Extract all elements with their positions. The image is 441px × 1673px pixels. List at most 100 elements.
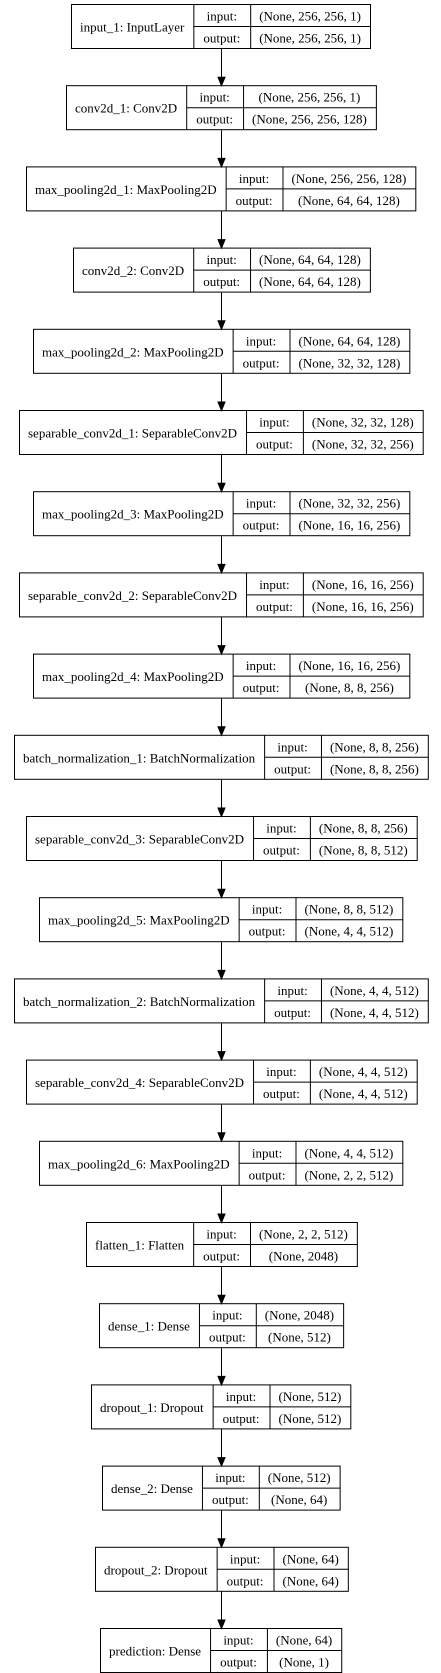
input-shape: (None, 32, 32, 256) — [298, 496, 400, 511]
output-shape: (None, 32, 32, 128) — [298, 355, 400, 370]
edge-arrow — [217, 698, 226, 737]
edge-arrow — [217, 373, 226, 412]
input-label: input: — [277, 739, 307, 754]
arrowhead-icon — [217, 239, 226, 250]
output-shape: (None, 64, 64, 128) — [259, 274, 361, 289]
input-label: input: — [246, 658, 276, 673]
layer-name: prediction: Dense — [109, 1644, 201, 1659]
input-shape: (None, 8, 8, 512) — [304, 902, 393, 917]
output-label: output: — [274, 1005, 311, 1020]
output-shape: (None, 64) — [271, 1492, 327, 1507]
layer-name: separable_conv2d_4: SeparableConv2D — [35, 1075, 244, 1090]
layer-node: batch_normalization_1: BatchNormalizatio… — [14, 734, 429, 780]
arrowhead-icon — [217, 76, 226, 88]
output-label: output: — [196, 112, 233, 127]
layer-node: max_pooling2d_1: MaxPooling2Dinput:outpu… — [26, 166, 417, 212]
arrowhead-icon — [217, 645, 226, 656]
output-label: output: — [263, 843, 300, 858]
layer-node: separable_conv2d_2: SeparableConv2Dinput… — [19, 572, 424, 618]
layer-name: input_1: InputLayer — [80, 20, 185, 35]
input-label: input: — [212, 1308, 242, 1323]
arrowhead-icon — [217, 1051, 226, 1062]
output-label: output: — [243, 680, 280, 695]
layer-node: separable_conv2d_4: SeparableConv2D input… — [26, 1059, 418, 1105]
output-shape: (None, 8, 8, 512) — [319, 843, 408, 858]
input-shape: (None, 256, 256, 128) — [291, 171, 406, 186]
layer-name: separable_conv2d_2: SeparableConv2D — [28, 588, 237, 603]
layer-name: max_pooling2d_5: MaxPooling2D — [48, 913, 230, 928]
arrowhead-icon — [217, 482, 226, 494]
input-shape: (None, 8, 8, 256) — [330, 739, 419, 754]
layer-name: max_pooling2d_3: MaxPooling2D — [42, 507, 224, 522]
layer-name: batch_normalization_2: BatchNormalizatio… — [23, 994, 256, 1009]
layer-name: separable_conv2d_1: SeparableConv2D — [28, 426, 237, 441]
edge-arrow — [217, 49, 226, 88]
input-label: input: — [207, 9, 237, 24]
edge-arrow — [217, 455, 226, 494]
output-label: output: — [223, 1411, 260, 1426]
output-label: output: — [249, 924, 286, 939]
input-label: input: — [230, 1551, 260, 1566]
edge-arrow — [217, 130, 226, 169]
input-label: input: — [252, 1145, 282, 1160]
input-shape: (None, 512) — [278, 1389, 341, 1404]
output-label: output: — [236, 193, 273, 208]
input-shape: (None, 64, 64, 128) — [259, 252, 361, 267]
edge-arrow — [217, 1429, 226, 1468]
arrowhead-icon — [217, 1619, 226, 1630]
input-shape: (None, 2048) — [265, 1308, 334, 1323]
arrowhead-icon — [217, 1538, 226, 1549]
edge-arrow — [217, 1591, 226, 1630]
output-shape: (None, 1) — [279, 1655, 329, 1670]
input-shape: (None, 256, 256, 1) — [259, 90, 361, 105]
layer-name: separable_conv2d_3: SeparableConv2D — [35, 832, 244, 847]
output-shape: (None, 2, 2, 512) — [304, 1167, 393, 1182]
output-shape: (None, 512) — [278, 1411, 341, 1426]
layer-node: batch_normalization_2: BatchNormalizatio… — [14, 978, 429, 1024]
edge-arrow — [217, 779, 226, 818]
output-label: output: — [203, 1249, 240, 1264]
arrowhead-icon — [217, 726, 226, 737]
edge-arrow — [217, 211, 226, 250]
output-shape: (None, 8, 8, 256) — [330, 761, 419, 776]
edge-arrow — [217, 942, 226, 981]
layer-name: dense_1: Dense — [108, 1319, 190, 1334]
layer-node: input_1: InputLayer input: output: (None, 2… — [71, 4, 372, 49]
arrowhead-icon — [217, 888, 226, 900]
output-label: output: — [220, 1655, 257, 1670]
output-shape: (None, 16, 16, 256) — [298, 518, 400, 533]
layer-name: max_pooling2d_2: MaxPooling2D — [42, 344, 224, 359]
edge-arrow — [217, 1104, 226, 1143]
edge-arrow — [217, 1023, 226, 1062]
input-label: input: — [239, 171, 269, 186]
input-label: input: — [206, 1227, 236, 1242]
output-label: output: — [227, 1573, 264, 1588]
output-shape: (None, 64, 64, 128) — [298, 193, 400, 208]
input-shape: (None, 256, 256, 1) — [259, 9, 361, 24]
arrowhead-icon — [217, 1457, 226, 1468]
layer-name: max_pooling2d_4: MaxPooling2D — [42, 669, 224, 684]
edge-arrow — [217, 1510, 226, 1549]
output-label: output: — [249, 1167, 286, 1182]
output-shape: (None, 256, 256, 1) — [259, 31, 361, 46]
layer-node: max_pooling2d_3: MaxPooling2Dinput:outpu… — [33, 491, 411, 537]
output-shape: (None, 4, 4, 512) — [304, 924, 393, 939]
arrowhead-icon — [217, 563, 226, 575]
input-label: input: — [266, 1064, 296, 1079]
input-shape: (None, 512) — [268, 1470, 331, 1485]
arrowhead-icon — [217, 1294, 226, 1306]
input-label: input: — [199, 90, 229, 105]
output-shape: (None, 8, 8, 256) — [305, 680, 394, 695]
output-label: output: — [256, 599, 293, 614]
input-shape: (None, 16, 16, 256) — [298, 658, 400, 673]
input-shape: (None, 8, 8, 256) — [319, 821, 408, 836]
layer-name: conv2d_1: Conv2D — [75, 101, 177, 116]
layer-name: conv2d_2: Conv2D — [82, 263, 184, 278]
edge-arrow — [217, 617, 226, 656]
output-label: output: — [203, 31, 240, 46]
input-label: input: — [266, 821, 296, 836]
input-label: input: — [252, 902, 282, 917]
